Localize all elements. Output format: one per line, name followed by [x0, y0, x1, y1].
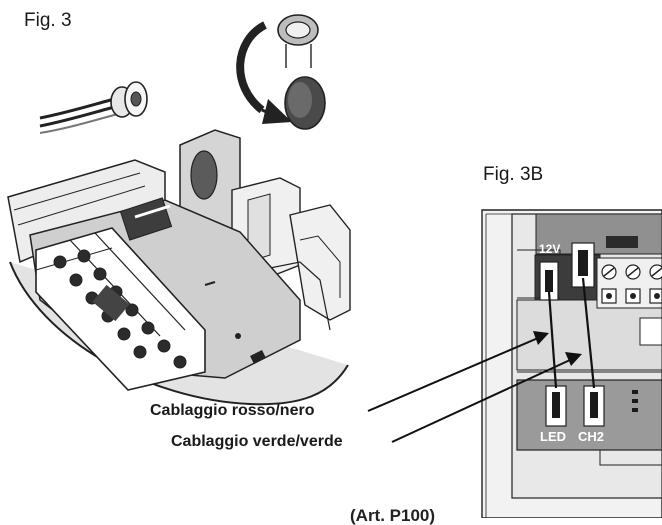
small-pin-header: [632, 390, 638, 412]
cable-with-grommet: [39, 81, 148, 134]
wire-red-black: [547, 291, 558, 389]
fig3-title: Fig. 3: [24, 10, 72, 31]
fig3-illustration: [7, 14, 351, 406]
callout-green-green: Cablaggio verde/verde: [171, 433, 343, 450]
callout-arrows: [367, 331, 582, 443]
rotating-cap: [236, 14, 326, 130]
terminal-screws: [53, 249, 187, 369]
cutoff-article-text: (Art. P100): [350, 506, 436, 525]
label-12v: 12V: [539, 242, 560, 256]
callout-red-black: Cablaggio rosso/nero: [150, 402, 315, 419]
connector-12v-pair: [539, 242, 595, 301]
fig3b-title: Fig. 3B: [483, 164, 544, 185]
label-led: LED: [540, 429, 566, 444]
label-ch2: CH2: [578, 429, 604, 444]
fig3b-illustration: 12V LED CH2: [481, 209, 662, 518]
screw-terminals: [596, 257, 662, 309]
pcb-board: [29, 197, 301, 391]
wire-green-green: [581, 277, 596, 389]
